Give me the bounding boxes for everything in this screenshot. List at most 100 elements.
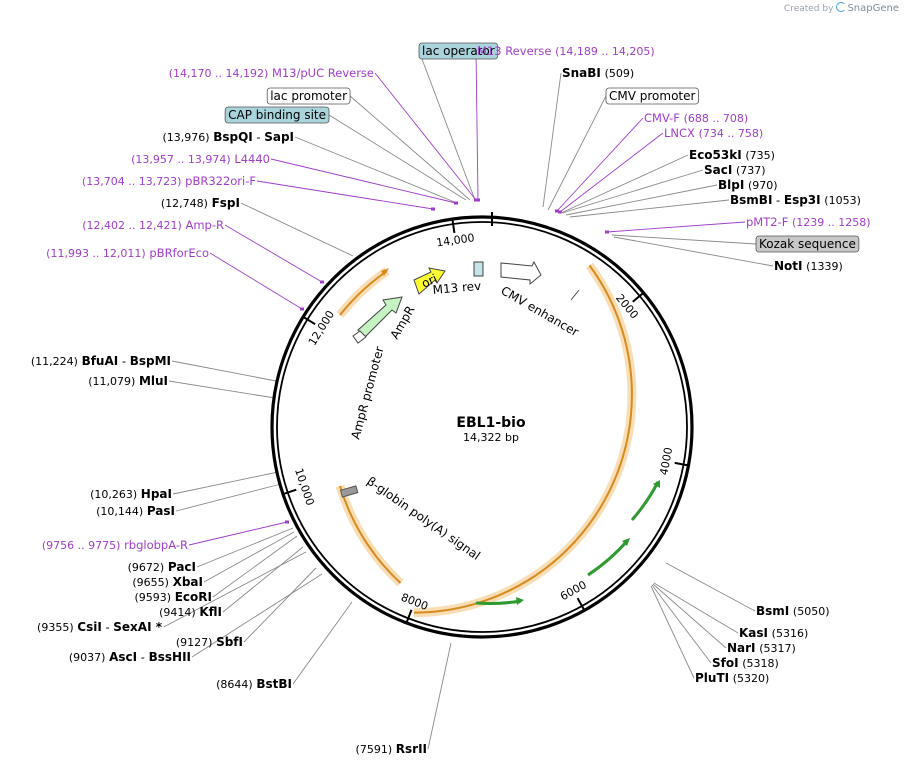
position-text: (9355) <box>37 621 74 634</box>
ruler-tick <box>632 292 644 303</box>
feature-label-ori: ori <box>419 271 439 290</box>
watermark-created-by: Created by <box>783 4 834 14</box>
svg-text:SfoI (5318): SfoI (5318) <box>712 656 779 670</box>
orf-arc-left-upper <box>336 267 390 318</box>
enzyme-name: BsmBI <box>730 193 772 207</box>
position-text: (7591) <box>356 743 393 756</box>
position-text: (9655) <box>132 576 169 589</box>
orf-arc-right-core <box>413 264 633 614</box>
primer-name: rbglobpA-R <box>124 538 188 552</box>
svg-text:BsmI (5050): BsmI (5050) <box>756 604 830 618</box>
feature-box <box>266 87 351 105</box>
svg-text:Eco53kI (735): Eco53kI (735) <box>689 148 775 162</box>
separator: - <box>102 620 113 634</box>
svg-text:(9355) CsiI - SexAI *: (9355) CsiI - SexAI * <box>37 620 163 634</box>
enzyme-label-bfuai: (11,224) BfuAI - BspMI <box>31 354 171 368</box>
svg-text:CMV-F (688 .. 708): CMV-F (688 .. 708) <box>644 111 748 125</box>
enzyme-name: PacI <box>168 560 196 574</box>
position-text: (10,144) <box>96 505 143 518</box>
ampr-promoter-arrow <box>352 330 367 344</box>
separator: - <box>253 130 264 144</box>
leader-line <box>270 158 457 204</box>
position-text: (1053) <box>824 194 861 207</box>
feature-name: CAP binding site <box>228 108 326 122</box>
svg-text:SacI (737): SacI (737) <box>704 163 766 177</box>
leader-line <box>163 551 307 628</box>
enzyme-label-ecori: (9593) EcoRI <box>135 590 213 604</box>
leader-line <box>611 234 757 245</box>
svg-text:KasI (5316): KasI (5316) <box>739 626 808 640</box>
ruler-tick <box>283 488 297 495</box>
svg-text:BlpI (970): BlpI (970) <box>718 178 778 192</box>
separator: - <box>118 354 129 368</box>
position-text: (9414) <box>159 606 196 619</box>
svg-text:SnaBI (509): SnaBI (509) <box>562 66 634 80</box>
leader-line <box>243 567 317 643</box>
leader-line <box>613 236 774 267</box>
svg-text:(9414) KflI: (9414) KflI <box>159 605 222 619</box>
enzyme-name: AscI <box>109 650 137 664</box>
ruler-tick <box>576 597 585 610</box>
enzyme-label-pasi: (10,144) PasI <box>96 504 175 518</box>
feature-name: lac promoter <box>270 89 347 103</box>
enzyme-name: SnaBI <box>562 66 601 80</box>
leader-line <box>196 527 294 568</box>
position-text: (5317) <box>759 642 796 655</box>
leader-line <box>222 546 304 613</box>
green-arrow-2 <box>587 539 630 577</box>
snapgene-logo-icon <box>836 2 847 12</box>
feature-track <box>335 260 660 618</box>
enzyme-label-bstbi: (8644) BstBI <box>216 677 292 691</box>
leader-line <box>547 95 607 211</box>
cmv-enhancer-arrow <box>500 260 542 286</box>
ruler-label: 14,000 <box>435 231 475 249</box>
separator: - <box>772 193 783 207</box>
feature_box-label-lac-promoter: lac promoter <box>266 87 351 105</box>
svg-text:(13,976) BspQI - SapI: (13,976) BspQI - SapI <box>162 130 294 144</box>
position-text: (9127) <box>176 636 213 649</box>
position-text: (8644) <box>216 678 253 691</box>
position-text: (5318) <box>742 657 779 670</box>
enzyme-label-saci: SacI (737) <box>704 163 766 177</box>
position-text: (13,957 .. 13,974) <box>131 153 231 166</box>
beta-globin-polya-site <box>339 485 359 498</box>
feature-box <box>755 235 860 253</box>
leader-line <box>349 95 471 201</box>
svg-text:LNCX (734 .. 758): LNCX (734 .. 758) <box>664 126 763 140</box>
position-text: (9756 .. 9775) <box>42 539 121 552</box>
svg-text:(10,144) PasI: (10,144) PasI <box>96 504 175 518</box>
ruler-label: 10,000 <box>292 467 317 508</box>
position-text: (12,402 .. 12,421) <box>82 219 182 232</box>
enzyme-label-fspi: (12,748) FspI <box>161 196 240 210</box>
primer-name: Amp-R <box>185 218 224 232</box>
svg-text:CMV promoter: CMV promoter <box>609 89 696 103</box>
leader-line <box>565 184 718 216</box>
enzyme-name: EcoRI <box>175 590 212 604</box>
ruler-tick <box>405 609 413 623</box>
primer-site-mark <box>300 307 304 311</box>
leader-line <box>475 50 479 201</box>
position-text: (11,224) <box>31 355 78 368</box>
svg-text:CAP binding site: CAP binding site <box>228 108 326 122</box>
enzyme-name: PluTI <box>695 671 729 685</box>
enzyme-name: FspI <box>212 196 240 210</box>
leader-line <box>606 221 746 233</box>
watermark-brand: SnapGene <box>847 3 899 14</box>
enzyme-name: SfoI <box>712 656 739 670</box>
ruler-tick <box>451 219 456 234</box>
orf-arc-right <box>413 262 637 618</box>
leader-line <box>560 154 689 214</box>
leader-line <box>212 535 298 598</box>
enzyme-name: CsiI <box>77 620 102 634</box>
leader-line <box>294 136 458 204</box>
leader-line <box>292 601 353 685</box>
enzyme-name: SapI <box>264 130 294 144</box>
enzyme-label-eco53ki: Eco53kI (735) <box>689 148 775 162</box>
enzyme-label-kasi: KasI (5316) <box>739 626 808 640</box>
feature-name: CMV promoter <box>609 89 696 103</box>
svg-text:(12,748) FspI: (12,748) FspI <box>161 196 240 210</box>
leader-line <box>650 585 695 679</box>
feature-box <box>418 42 499 60</box>
ori-arrow <box>413 267 446 295</box>
